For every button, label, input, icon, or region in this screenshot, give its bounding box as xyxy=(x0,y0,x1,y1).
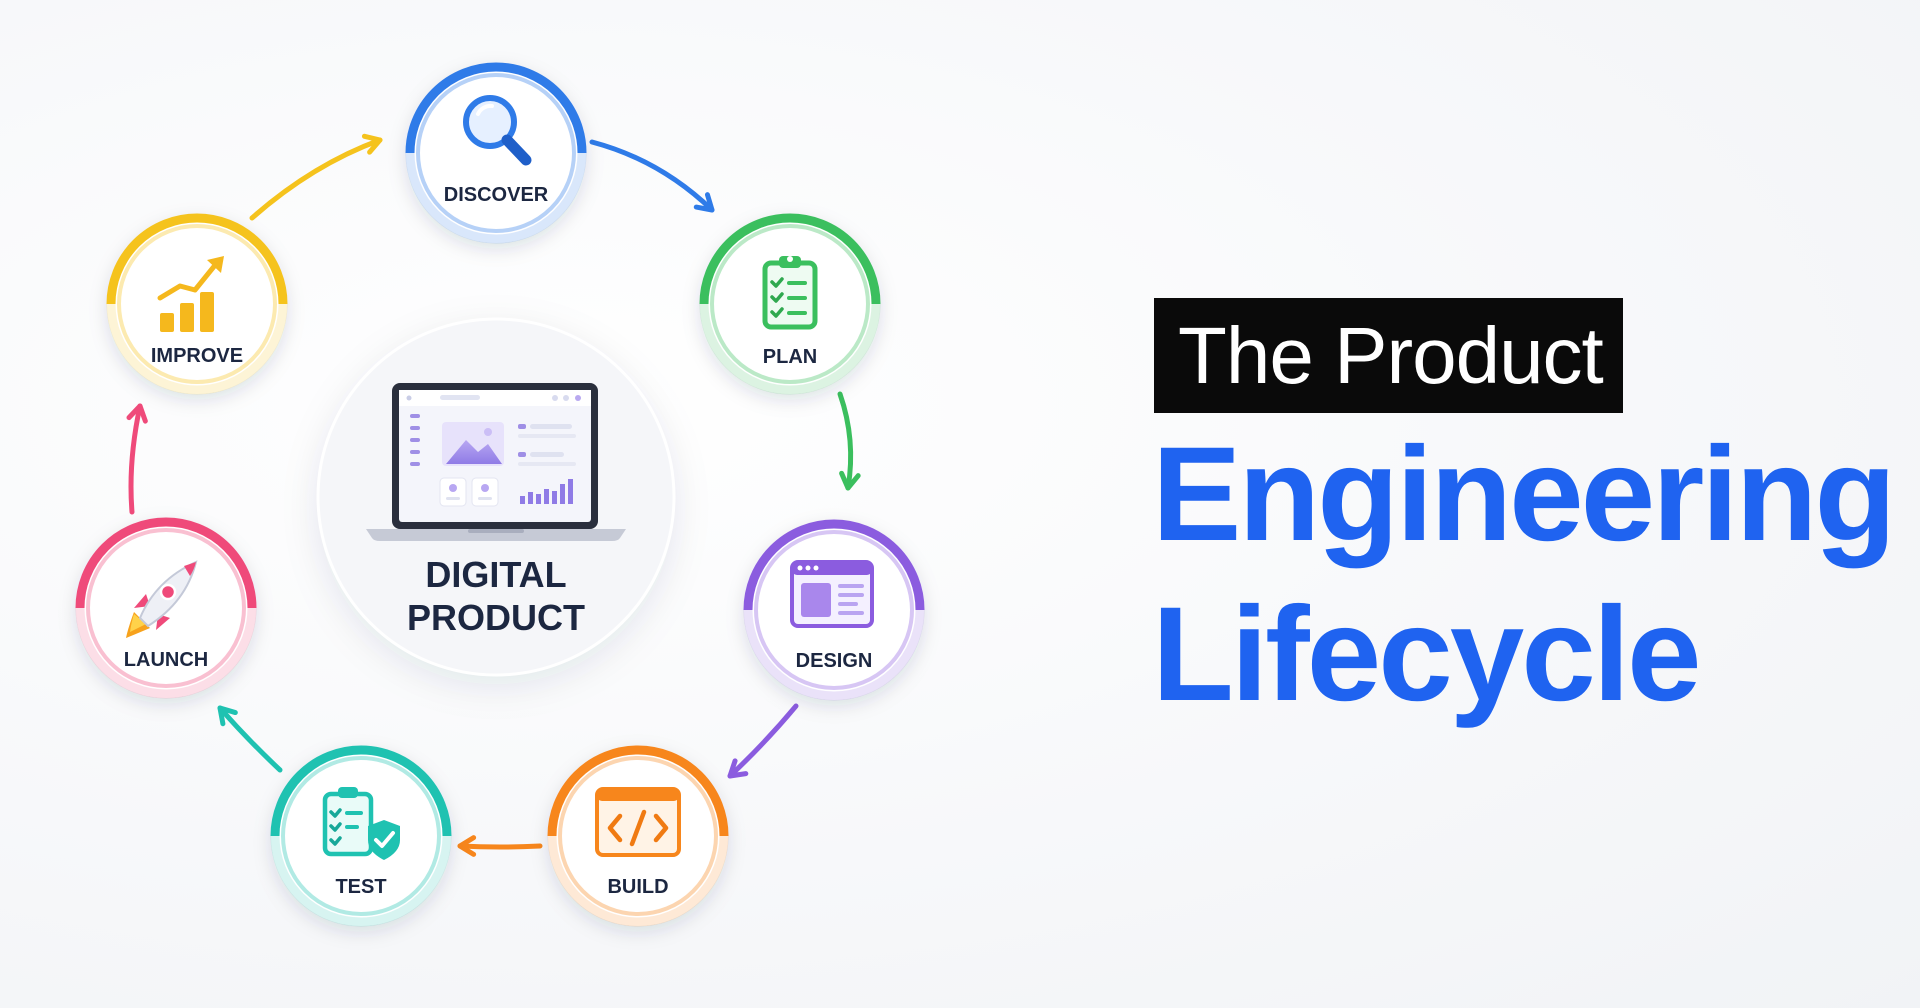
arrow-from-design xyxy=(727,703,799,779)
stage-label-launch: LAUNCH xyxy=(124,649,208,671)
code-window-icon xyxy=(595,787,681,857)
arrow-from-build xyxy=(457,843,543,850)
center-title-line2: PRODUCT xyxy=(407,597,585,638)
stage-launch: LAUNCH xyxy=(75,517,257,699)
stage-label-design: DESIGN xyxy=(796,650,873,672)
stage-improve: IMPROVE xyxy=(106,213,288,395)
title-block: The Product Engineering Lifecycle xyxy=(1152,298,1896,735)
stage-test: TEST xyxy=(270,745,452,927)
arrow-from-plan xyxy=(837,391,854,491)
arrow-from-discover xyxy=(589,139,715,213)
stage-label-plan: PLAN xyxy=(763,346,817,368)
center-title-line1: DIGITAL xyxy=(425,554,566,595)
growth-chart-icon xyxy=(157,256,224,332)
stage-discover: DISCOVER xyxy=(405,62,587,244)
laptop-dashboard-icon xyxy=(366,383,626,541)
rocket-icon xyxy=(126,560,198,638)
flow-arrows xyxy=(126,133,861,857)
stage-build: BUILD xyxy=(547,745,729,927)
stage-label-build: BUILD xyxy=(607,876,668,898)
clipboard-checklist-icon xyxy=(762,256,818,330)
arrowhead-from-improve xyxy=(361,133,383,155)
stage-label-discover: DISCOVER xyxy=(444,184,549,206)
stage-label-test: TEST xyxy=(335,876,386,898)
arrowhead-from-plan xyxy=(839,470,861,491)
stage-plan: PLAN xyxy=(699,213,881,395)
checklist-shield-icon xyxy=(322,787,400,860)
arrow-from-test xyxy=(217,705,283,773)
arrowhead-from-build xyxy=(457,835,477,857)
magnifier-icon xyxy=(463,95,532,166)
arrowhead-from-launch xyxy=(126,403,148,424)
title-line-engineering: Engineering xyxy=(1152,420,1896,569)
title-line-lifecycle: Lifecycle xyxy=(1152,580,1702,729)
arrow-from-improve xyxy=(249,137,383,221)
center-hub: DIGITAL PRODUCT xyxy=(316,317,676,677)
arrowhead-from-test xyxy=(217,705,238,727)
browser-layout-icon xyxy=(790,560,874,628)
stage-label-improve: IMPROVE xyxy=(151,345,243,367)
arrowhead-from-design xyxy=(727,758,749,779)
title-boxed-line: The Product xyxy=(1154,298,1623,413)
arrow-from-launch xyxy=(128,403,143,515)
stage-design: DESIGN xyxy=(743,519,925,701)
arrowhead-from-discover xyxy=(693,192,715,213)
